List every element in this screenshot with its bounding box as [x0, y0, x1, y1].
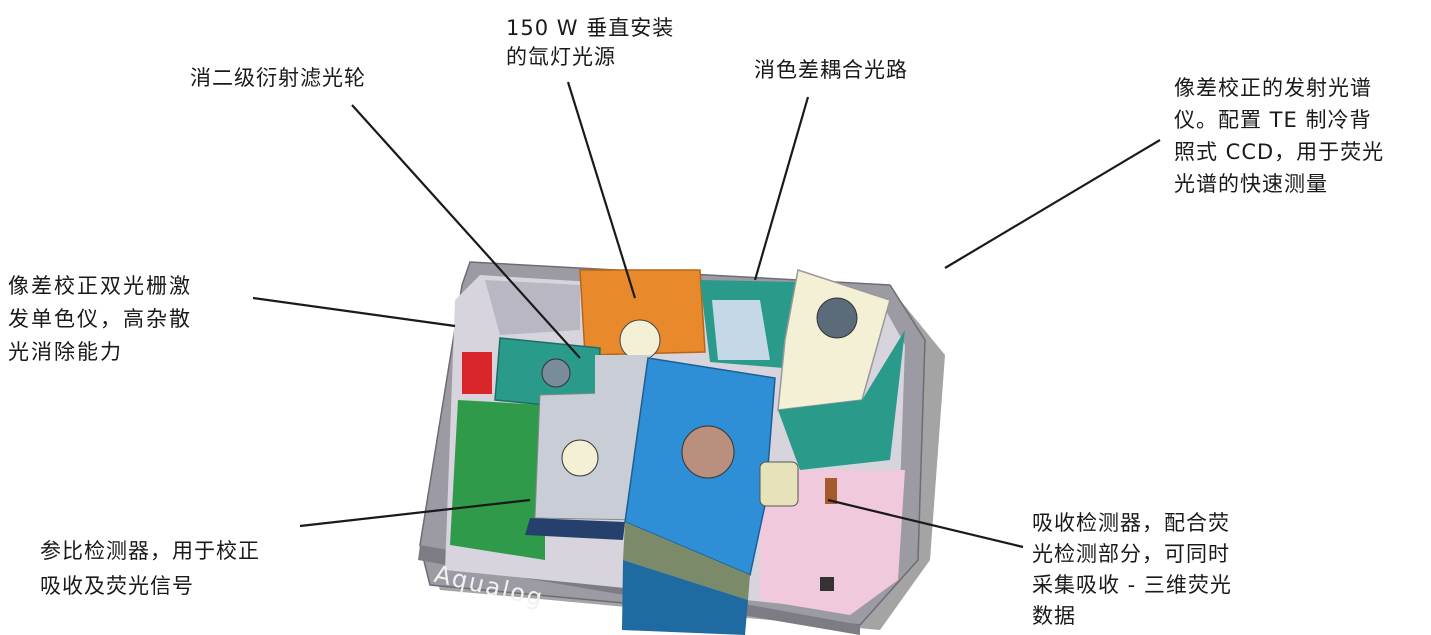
callout-absorbance-detector: 吸收检测器，配合荧 光检测部分，可同时 采集吸收 - 三维荧光 数据	[1032, 508, 1232, 632]
base-drawer	[525, 518, 625, 540]
callout-spectrograph: 像差校正的发射光谱 仪。配置 TE 制冷背 照式 CCD，用于荧光 光谱的快速测…	[1174, 72, 1384, 200]
callout-text: 消色差耦合光路	[754, 58, 908, 82]
callout-text: 发单色仪，高杂散	[8, 307, 192, 331]
callout-lamp: 150 W 垂直安装 的氙灯光源	[506, 14, 674, 72]
absorbance-cylinder	[759, 461, 799, 507]
callout-monochromator: 像差校正双光栅激 发单色仪，高杂散 光消除能力	[8, 270, 192, 369]
callout-text: 光谱的快速测量	[1174, 172, 1328, 196]
leader-absorbance-detector	[827, 498, 1024, 549]
brown-post	[825, 478, 837, 504]
callout-text: 仪。配置 TE 制冷背	[1174, 108, 1372, 132]
reference-port	[561, 439, 599, 477]
monochromator-port	[541, 358, 571, 388]
leader-monochromator	[252, 296, 456, 328]
callout-text: 照式 CCD，用于荧光	[1174, 140, 1385, 164]
lamp-housing	[579, 269, 706, 356]
leader-reference-detector	[299, 498, 531, 528]
callout-filter-wheel: 消二级衍射滤光轮	[190, 64, 366, 93]
leader-filter-wheel	[351, 104, 581, 359]
callout-text: 像差校正双光栅激	[8, 274, 192, 298]
callout-text: 像差校正的发射光谱	[1174, 76, 1372, 100]
callout-reference-detector: 参比检测器，用于校正 吸收及荧光信号	[40, 534, 260, 604]
teal-base-right	[778, 330, 905, 470]
callout-text: 150 W 垂直安装	[506, 16, 675, 40]
callout-text: 光检测部分，可同时	[1032, 542, 1230, 566]
callout-text: 参比检测器，用于校正	[40, 539, 260, 563]
circuit-board	[450, 400, 545, 560]
grey-top-plate	[595, 355, 650, 420]
coupling-window	[712, 300, 770, 360]
power-button	[820, 577, 834, 591]
leader-lamp	[566, 81, 637, 299]
callout-text: 消二级衍射滤光轮	[190, 66, 366, 90]
callout-text: 光消除能力	[8, 340, 123, 364]
leader-achromatic	[753, 96, 810, 281]
pink-panel	[760, 470, 905, 615]
sample-compartment-front	[623, 522, 750, 600]
red-component	[462, 352, 492, 394]
callout-text: 吸收及荧光信号	[40, 574, 194, 598]
callout-text: 数据	[1032, 604, 1076, 628]
spectrograph-port	[816, 297, 858, 339]
callout-text: 吸收检测器，配合荧	[1032, 511, 1230, 535]
grey-plate	[485, 280, 580, 335]
leader-spectrograph	[944, 139, 1161, 269]
callout-text: 采集吸收 - 三维荧光	[1032, 573, 1232, 597]
sample-compartment-bottom	[622, 560, 748, 635]
callout-text: 的氙灯光源	[506, 45, 616, 69]
callout-achromatic: 消色差耦合光路	[754, 56, 908, 85]
sample-port	[681, 425, 735, 479]
